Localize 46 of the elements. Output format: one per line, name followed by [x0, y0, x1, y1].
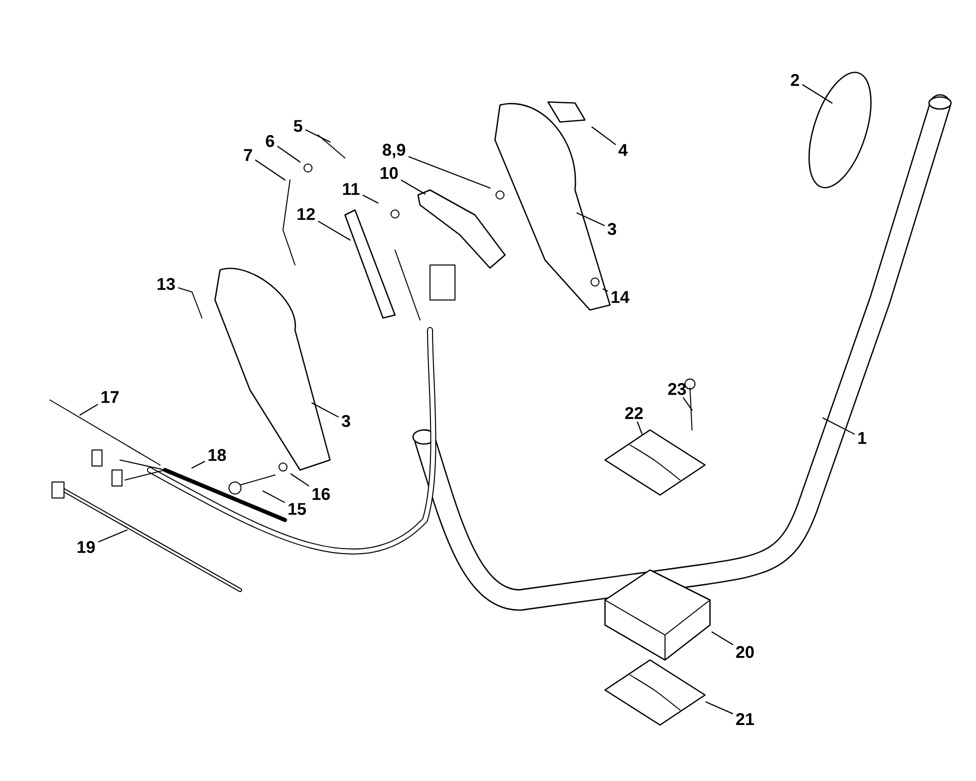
- leader-line: [711, 631, 734, 646]
- leader-line: [705, 701, 734, 714]
- leader-line: [178, 287, 193, 293]
- callout-number: 19: [78, 540, 95, 554]
- leader-line: [822, 417, 855, 435]
- leader-line: [802, 84, 833, 104]
- leader-line: [277, 146, 301, 163]
- leader-line: [576, 212, 605, 226]
- leader-line: [311, 402, 339, 418]
- leader-line: [255, 160, 286, 181]
- leader-line: [400, 180, 426, 195]
- callout-number: 10: [380, 166, 398, 180]
- leader-line: [636, 421, 643, 435]
- callout-number: 16: [312, 488, 330, 500]
- callout-number: 18: [208, 448, 226, 462]
- leader-line: [362, 194, 379, 204]
- callout-number: 5: [294, 120, 302, 132]
- leader-line: [191, 460, 206, 469]
- callout-number: 22: [625, 407, 643, 419]
- callout-number: 17: [102, 391, 119, 403]
- callout-number: 21: [736, 713, 754, 725]
- leader-line: [262, 490, 286, 503]
- leader-line: [79, 404, 98, 416]
- callout-number: 13: [158, 278, 175, 290]
- leader-line: [602, 288, 608, 292]
- callout-number: 6: [266, 134, 274, 148]
- leader-line: [98, 529, 128, 542]
- callout-number: 20: [736, 646, 754, 658]
- leader-line: [682, 397, 693, 411]
- callout-number: 11: [343, 183, 360, 195]
- leader-line: [591, 126, 616, 145]
- leader-line: [305, 129, 331, 143]
- callout-number: 14: [612, 291, 630, 303]
- leader-line: [318, 220, 351, 241]
- callout-number: 3: [342, 414, 350, 428]
- callout-number: 12: [298, 208, 315, 220]
- callout-number: 8,9: [382, 144, 406, 158]
- callout-number: 2: [790, 74, 800, 86]
- callout-number: 1: [858, 432, 866, 444]
- callout-number: 7: [244, 149, 252, 161]
- callout-number: 4: [618, 144, 628, 156]
- callout-number: 15: [288, 503, 306, 515]
- leader-line: [408, 156, 491, 189]
- leader-line: [290, 473, 310, 486]
- callout-number: 3: [608, 222, 616, 236]
- callout-number: 23: [668, 382, 686, 396]
